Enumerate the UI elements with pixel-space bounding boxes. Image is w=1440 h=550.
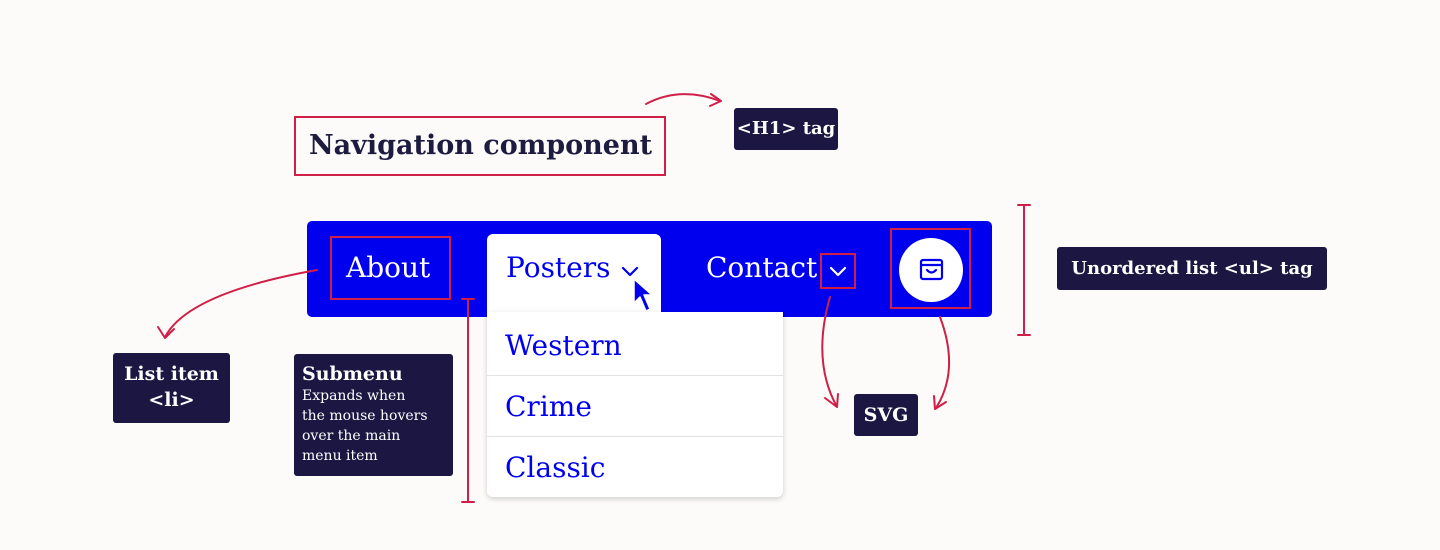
submenu-label-desc-1: Expands when	[302, 388, 406, 404]
about-highlight-box	[330, 236, 451, 300]
submenu-item-label: Western	[505, 329, 622, 362]
nav-item-contact[interactable]: Contact	[706, 251, 818, 284]
nav-item-about[interactable]: About	[346, 251, 431, 284]
submenu-label: Submenu Expands when the mouse hovers ov…	[294, 354, 453, 476]
submenu-item-label: Classic	[505, 451, 606, 484]
title-highlight-box: Navigation component	[294, 116, 666, 176]
list-item-label-line2: <li>	[148, 389, 195, 411]
h1-tag-label: <H1> tag	[734, 108, 838, 150]
submenu-item-label: Crime	[505, 390, 592, 423]
nav-item-posters-tab[interactable]	[487, 234, 661, 324]
ul-tag-label: Unordered list <ul> tag	[1057, 247, 1327, 290]
ul-bracket	[1017, 204, 1031, 336]
submenu-bracket	[461, 298, 475, 503]
cart-highlight-box	[890, 228, 971, 309]
arrow-h1	[645, 93, 722, 107]
chevron-highlight-box	[820, 253, 856, 289]
arrow-svg-cart	[933, 316, 950, 410]
submenu-item-crime[interactable]: Crime	[487, 376, 783, 437]
submenu-item-classic[interactable]: Classic	[487, 437, 783, 498]
nav-item-posters[interactable]: Posters	[506, 251, 611, 284]
submenu-label-desc-2: the mouse hovers	[302, 408, 428, 424]
arrow-list-item	[157, 269, 318, 339]
submenu-label-desc-4: menu item	[302, 448, 378, 464]
submenu-item-western[interactable]: Western	[487, 315, 783, 376]
svg-label: SVG	[854, 394, 918, 436]
list-item-label-line1: List item	[124, 363, 219, 385]
submenu-dropdown: Western Crime Classic	[487, 312, 783, 497]
submenu-label-desc-3: over the main	[302, 428, 401, 444]
list-item-label: List item <li>	[113, 353, 230, 423]
page-title: Navigation component	[309, 130, 653, 161]
submenu-label-title: Submenu	[302, 363, 403, 385]
